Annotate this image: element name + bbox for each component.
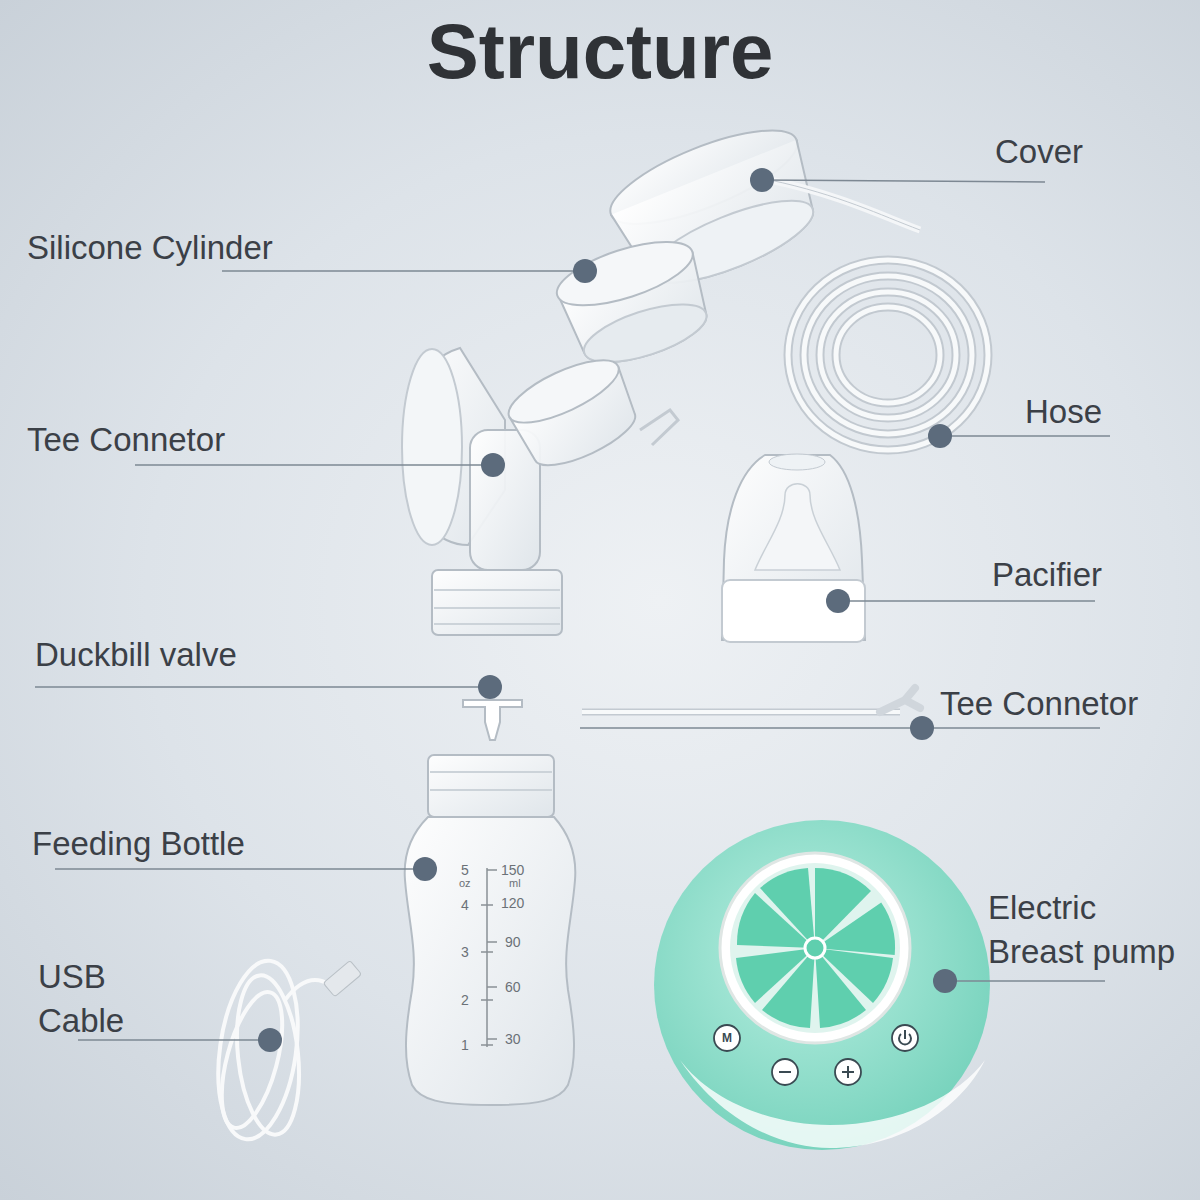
scale-number: 2 [461,993,469,1007]
scale-number: 60 [505,980,521,994]
feeding-bottle-illustration [405,755,576,1105]
part-label: Tee Connetor [27,418,225,462]
scale-number: 5 [461,863,469,877]
diagram-title: Structure [0,6,1200,97]
leader-lines [35,180,1110,1040]
part-label: Electric Breast pump [988,886,1193,973]
scale-number: 90 [505,935,521,949]
scale-number: 4 [461,898,469,912]
pacifier-illustration [722,454,865,642]
leader-dots [258,168,957,1052]
scale-number: 150 [501,863,524,877]
hose-illustration [788,260,988,450]
scale-number: 3 [461,945,469,959]
part-label: Silicone Cylinder [27,226,273,270]
part-label: Duckbill valve [35,633,237,677]
scale-unit: oz [459,878,471,889]
usb-plug-illustration [323,961,361,997]
part-label: Pacifier [992,553,1102,597]
part-label: Feeding Bottle [32,822,245,866]
silicone-cylinder-illustration [550,229,719,377]
part-label: Cover [995,130,1083,174]
part-label: USB Cable [38,955,138,1042]
part-label: Hose [1025,390,1102,434]
scale-number: 1 [461,1038,469,1052]
scale-number: 30 [505,1032,521,1046]
pump-illustration [654,820,990,1150]
tee-tube-illustration [582,688,920,712]
part-label: Tee Connetor [940,682,1138,726]
usb-cable-illustration [208,956,330,1145]
scale-number: 120 [501,896,524,910]
duckbill-valve-illustration [463,700,522,740]
scale-unit: ml [509,878,521,889]
tee-connector-illustration [402,348,678,635]
button-label: M [722,1032,732,1044]
